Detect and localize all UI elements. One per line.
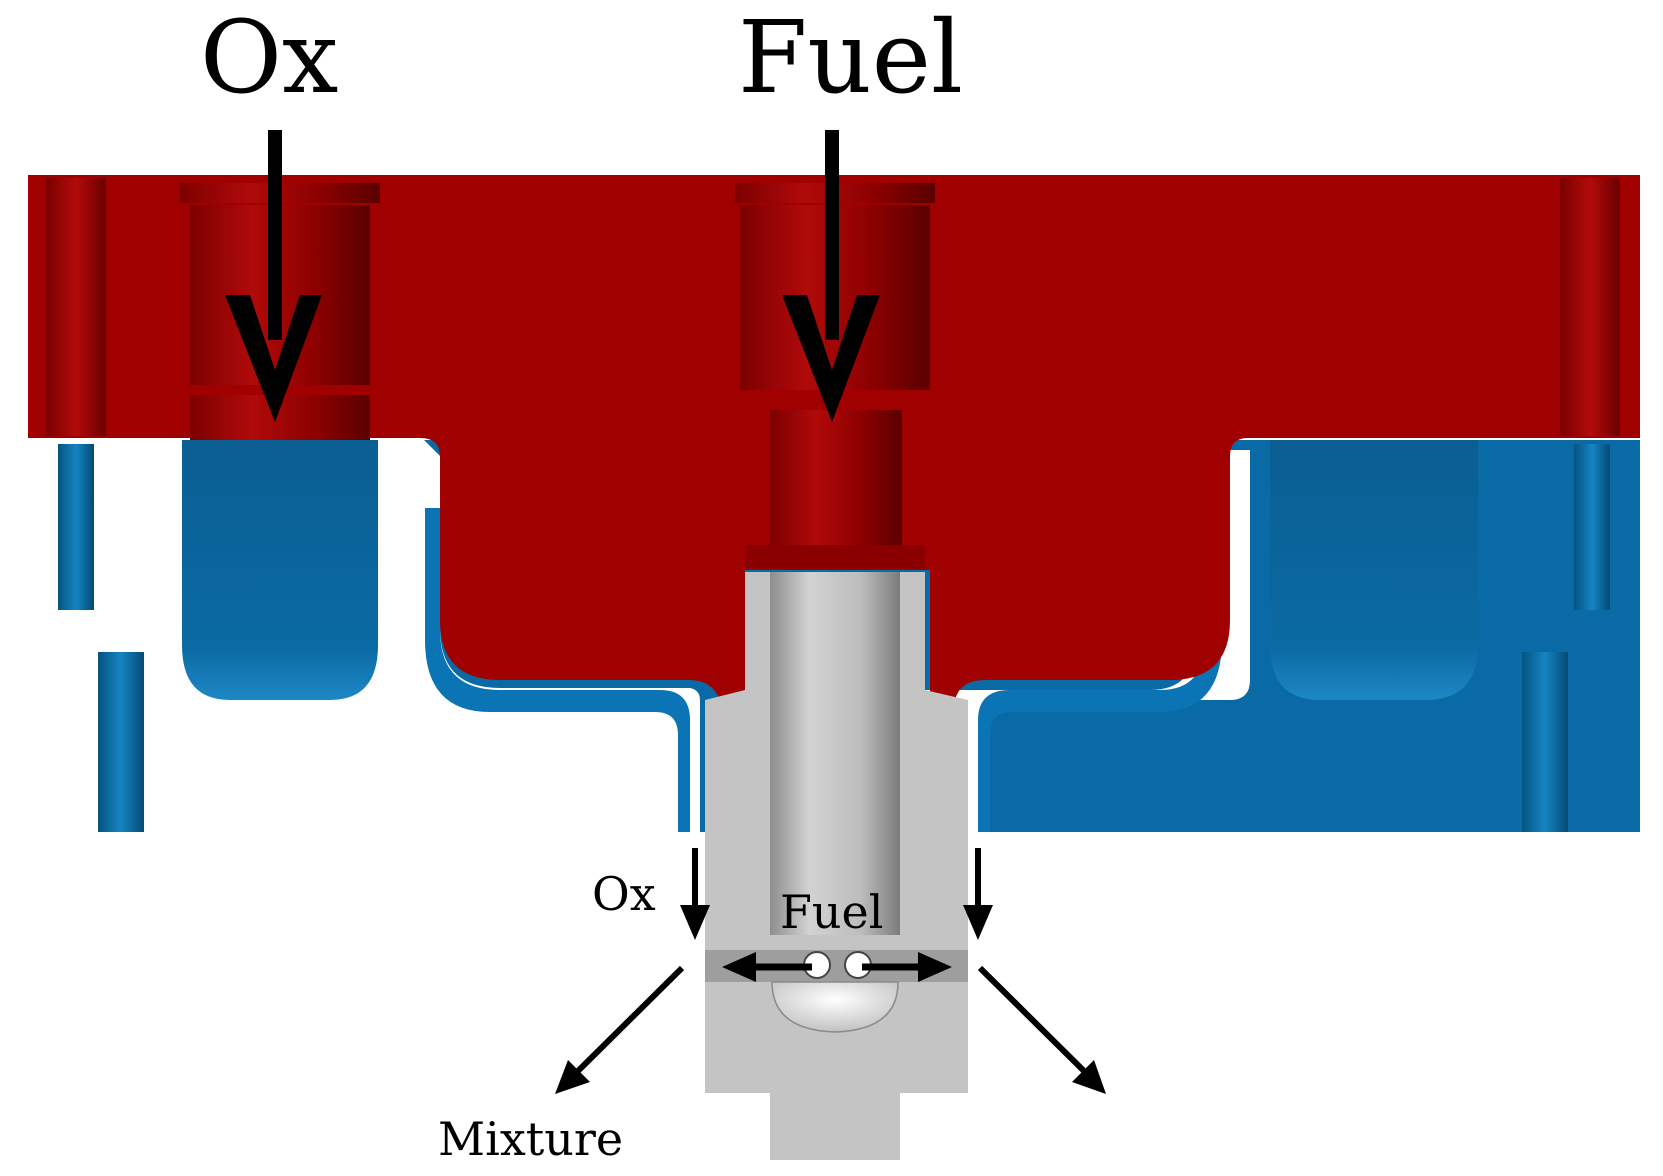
ox-inlet-label: Ox [200, 0, 338, 116]
ox-bolt-right-lower [1522, 652, 1568, 832]
mixture-right-arrow-head [1072, 1060, 1106, 1094]
flow-arrows [225, 130, 1106, 1094]
ox-left-cavity [182, 440, 378, 700]
ox-inlet-arrow-head [225, 295, 322, 422]
fuel-inlet-arrow-head [782, 295, 880, 422]
fuel-jet-label: Fuel [780, 885, 883, 939]
mixture-right-arrow-shaft [977, 965, 1088, 1075]
ox-bolt-left-upper [58, 444, 94, 610]
ox-right-cavity [1270, 440, 1478, 700]
ox-jet-label: Ox [592, 867, 656, 921]
fuel-jet-left-arrow-head [722, 952, 756, 982]
fuel-jet-right-arrow-head [918, 952, 952, 982]
fuel-bolt-left [46, 178, 106, 436]
ox-bolt-right-upper [1574, 444, 1610, 610]
mixture-label: Mixture [438, 1112, 623, 1166]
fuel-feed-tube [770, 410, 902, 545]
ox-right-jet-arrow-head [963, 905, 993, 940]
ox-bolt-left-lower [98, 652, 144, 832]
mixture-left-arrow-shaft [574, 965, 685, 1075]
injector-dome [771, 981, 899, 1033]
injector-fuel-bore [770, 572, 900, 935]
fuel-feed-collar [745, 545, 925, 569]
ox-left-jet-arrow-head [680, 905, 710, 940]
fuel-bolt-right [1560, 178, 1620, 436]
fuel-inlet-label: Fuel [738, 0, 963, 116]
mixture-left-arrow-head [555, 1060, 590, 1094]
